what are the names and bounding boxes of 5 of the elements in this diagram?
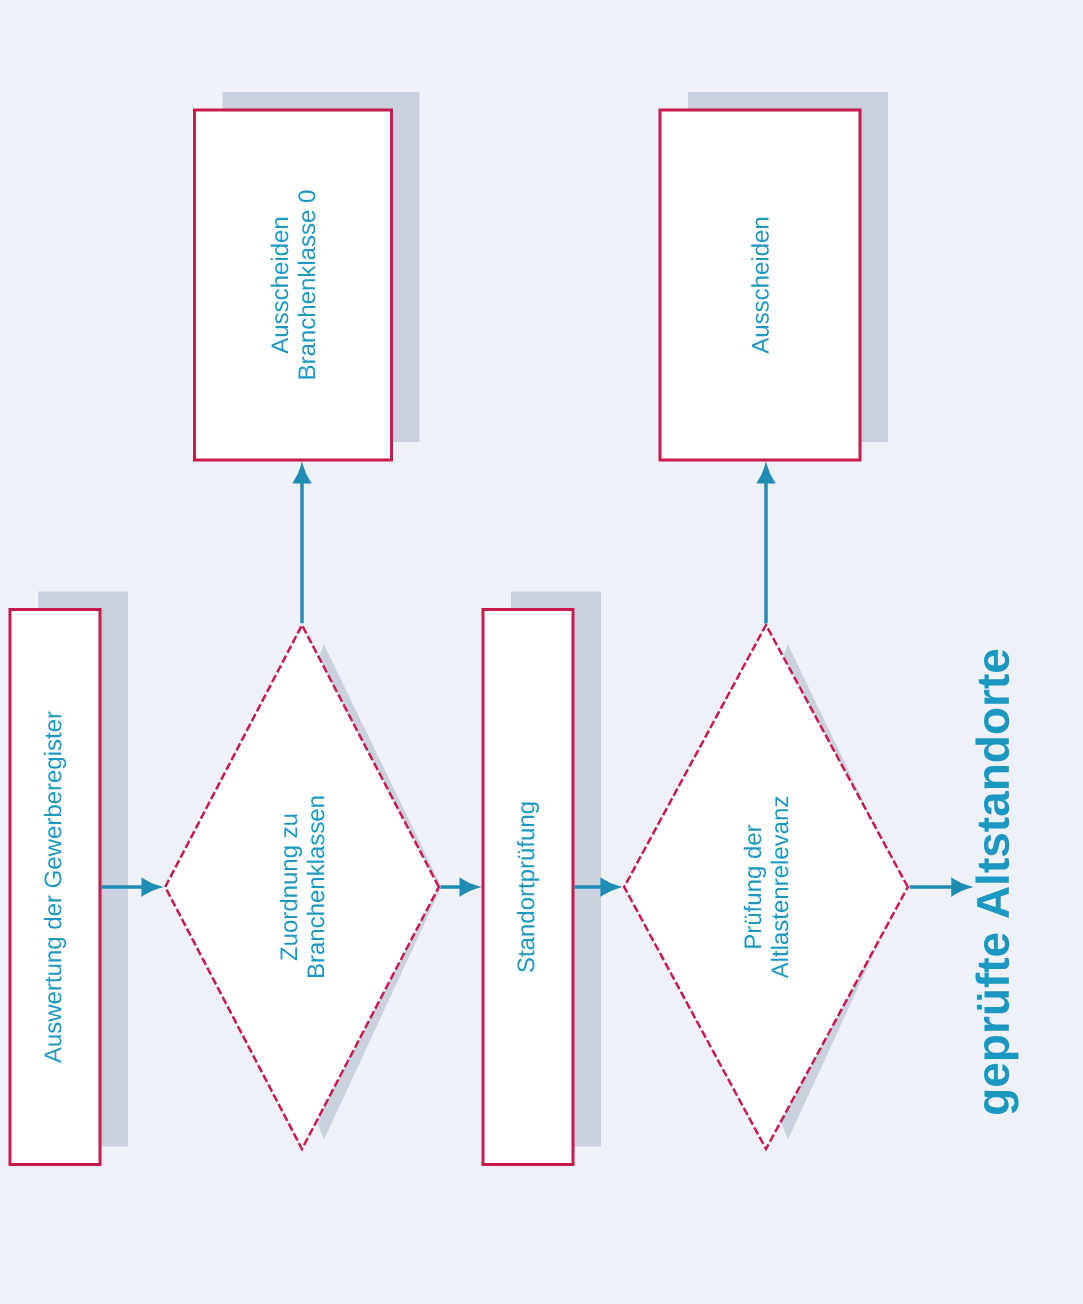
process-box: Ausscheiden	[658, 92, 888, 462]
process-box: Auswertung der Gewerberegister	[8, 591, 128, 1166]
result-text: geprüfte Altstandorte	[975, 649, 1019, 1114]
process-box: Standortprüfung	[481, 591, 601, 1166]
process-box: Ausscheiden Branchenklasse 0	[193, 92, 420, 462]
